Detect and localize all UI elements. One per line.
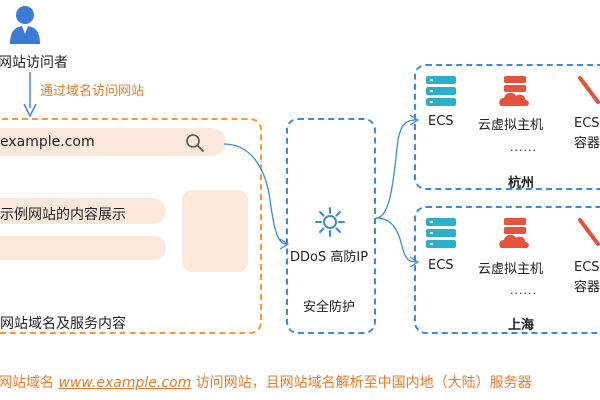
caption-link[interactable]: www.example.com xyxy=(58,375,192,391)
caption-suffix: 访问网站，且网站域名解析至中国内地（大陆）服务器 xyxy=(195,375,532,391)
content-image-block xyxy=(182,190,248,272)
ddos-label: DDoS 高防IP xyxy=(290,250,369,265)
region1-item-ecs: ECS xyxy=(428,114,454,129)
region-box-shanghai xyxy=(414,206,600,334)
region2-item-container: ECS容器托管 xyxy=(574,260,600,295)
connector-to-ddos xyxy=(223,143,290,250)
user-icon xyxy=(8,4,42,44)
region1-name: 杭州 xyxy=(508,176,535,191)
region1-item-vhost: 云虚拟主机 xyxy=(478,118,544,133)
content-bar xyxy=(0,198,166,224)
access-arrow xyxy=(23,72,37,118)
ddos-shield-icon xyxy=(315,207,345,237)
virtual-host-icon xyxy=(499,76,529,106)
region-box-hangzhou xyxy=(414,64,600,190)
content-label: 示例网站的内容展示 xyxy=(0,207,126,223)
connector-to-regions xyxy=(375,114,420,268)
ecs-icon xyxy=(426,76,456,106)
region1-item-container: ECS容器托管 xyxy=(574,116,600,151)
region1-ellipsis: ...... xyxy=(510,141,537,154)
region2-ellipsis: ...... xyxy=(510,284,537,297)
visitor-label: 网站访问者 xyxy=(0,55,68,71)
caption: 网站域名 www.example.com 访问网站，且网站域名解析至中国内地（大… xyxy=(0,372,532,392)
region2-name: 上海 xyxy=(508,318,535,333)
region2-item-ecs: ECS xyxy=(428,258,454,273)
ecs-icon xyxy=(426,218,456,248)
access-via-label: 通过域名访问网站 xyxy=(40,84,145,99)
region2-item-vhost: 云虚拟主机 xyxy=(478,262,544,277)
ddos-box xyxy=(286,118,376,334)
url-text: example.com xyxy=(0,134,95,150)
website-box xyxy=(0,118,262,334)
footer-label: 网站域名及服务内容 xyxy=(0,316,126,332)
protection-label: 安全防护 xyxy=(303,300,356,315)
content-bar-2 xyxy=(0,236,166,260)
caption-prefix: 网站域名 xyxy=(0,375,54,391)
ecs-container-icon xyxy=(578,76,600,104)
virtual-host-icon xyxy=(499,218,529,248)
search-icon[interactable] xyxy=(184,132,206,154)
address-bar[interactable] xyxy=(0,128,226,156)
ecs-container-icon xyxy=(578,218,600,246)
